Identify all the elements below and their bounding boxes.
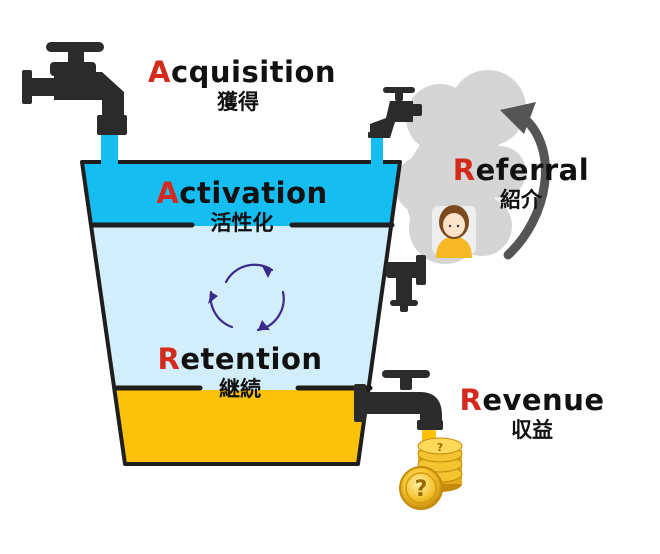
retention-water — [82, 226, 400, 390]
faucet-icon — [354, 370, 443, 430]
retention-label: Retention 継続 — [145, 342, 335, 402]
svg-text:?: ? — [437, 441, 443, 454]
curved-arrow-icon — [500, 102, 550, 260]
acquisition-water-stream — [101, 132, 118, 164]
revenue-water — [82, 390, 400, 464]
retention-initial: R — [157, 342, 181, 376]
faucet-icon — [22, 42, 127, 135]
bucket-water — [82, 162, 400, 464]
revenue-label: Revenue 収益 — [458, 383, 606, 443]
referral-jp: 紹介 — [500, 188, 542, 212]
activation-title: ctivation — [179, 176, 328, 210]
faucet-icon — [386, 255, 426, 312]
activation-jp: 活性化 — [210, 211, 274, 235]
activation-label: Activation 活性化 — [142, 176, 342, 236]
cycle-arrows-icon — [208, 263, 285, 332]
acquisition-title: cquisition — [170, 55, 337, 89]
revenue-jp: 収益 — [511, 418, 553, 442]
acquisition-jp: 獲得 — [217, 90, 259, 114]
referral-initial: R — [452, 153, 476, 187]
person-icon — [432, 205, 476, 258]
retention-jp: 継続 — [219, 377, 261, 401]
acquisition-label: Acquisition 獲得 — [148, 55, 336, 115]
referral-title: eferral — [475, 153, 590, 187]
bucket-outline — [80, 160, 402, 466]
retention-title: etention — [180, 342, 323, 376]
revenue-initial: R — [459, 383, 483, 417]
activation-water — [82, 162, 400, 226]
revenue-title: evenue — [482, 383, 605, 417]
referral-label: Referral 紹介 — [450, 153, 592, 213]
faucet-icon — [368, 87, 422, 138]
svg-text:?: ? — [415, 477, 428, 502]
referral-water-stream — [371, 134, 383, 164]
coin-stack-icon: ? ? — [399, 437, 463, 510]
acquisition-initial: A — [148, 55, 171, 89]
activation-initial: A — [156, 176, 180, 210]
